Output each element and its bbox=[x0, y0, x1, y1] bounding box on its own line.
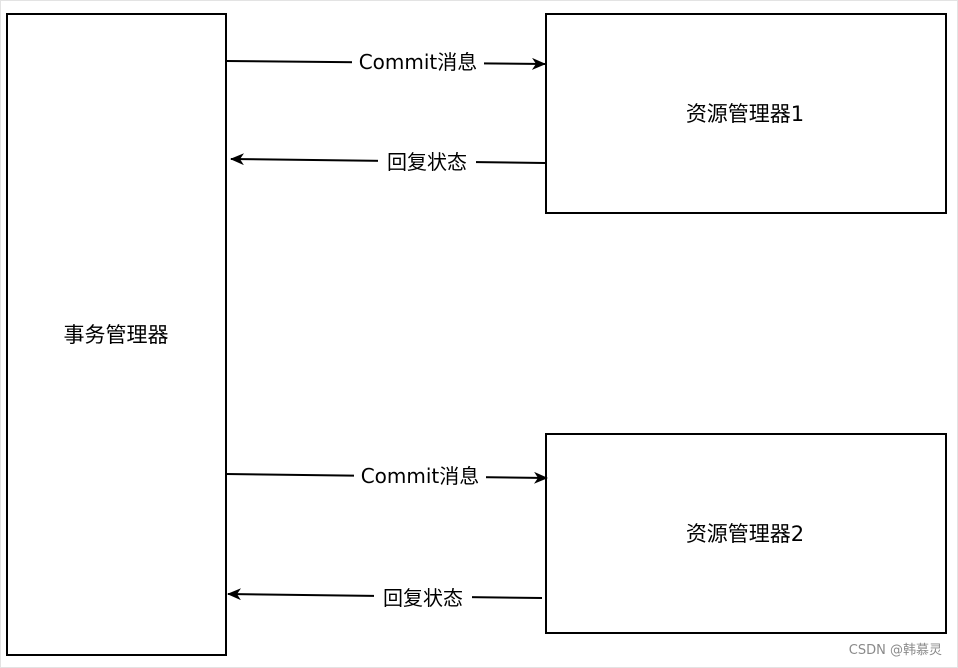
resource-manager-2-box bbox=[545, 433, 947, 634]
commit-label-2: Commit消息 bbox=[361, 464, 480, 488]
reply-label-1: 回复状态 bbox=[387, 150, 467, 174]
reply-label-2-bg bbox=[374, 584, 472, 612]
reply-label-1-bg bbox=[378, 148, 476, 176]
transaction-manager-box bbox=[6, 13, 227, 656]
commit-label-2-bg bbox=[354, 462, 486, 490]
resource-manager-2-label: 资源管理器2 bbox=[686, 522, 804, 546]
resource-manager-1-label: 资源管理器1 bbox=[686, 102, 804, 126]
commit-label-1-bg bbox=[352, 48, 484, 76]
resource-manager-1-box bbox=[545, 13, 947, 214]
reply-label-2: 回复状态 bbox=[383, 586, 463, 610]
csdn-watermark: CSDN @韩慕灵 bbox=[848, 643, 942, 658]
commit-label-1: Commit消息 bbox=[359, 50, 478, 74]
transaction-manager-label: 事务管理器 bbox=[64, 323, 169, 347]
